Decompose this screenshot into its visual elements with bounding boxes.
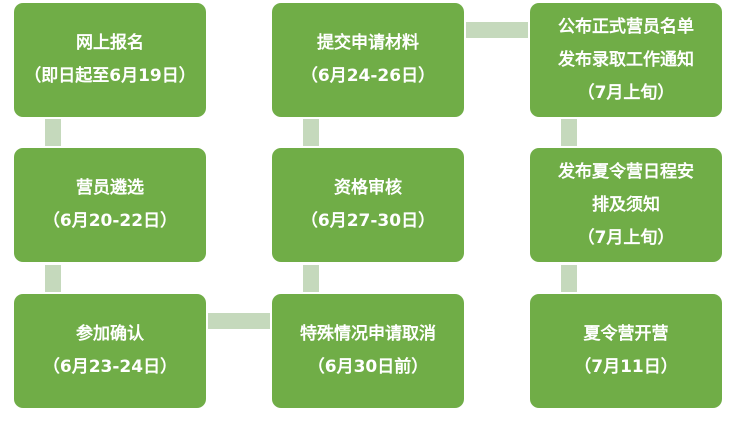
step-title: 资格审核 — [334, 178, 402, 198]
connector-2-3 — [45, 265, 61, 292]
step-special-cancellation: 特殊情况申请取消 （6月30日前） — [272, 294, 464, 408]
step-title: 营员遴选 — [76, 178, 144, 198]
step-attendance-confirmation: 参加确认 （6月23-24日） — [14, 294, 206, 408]
connector-7-8 — [561, 119, 577, 146]
connector-3-6 — [208, 313, 270, 329]
step-date: （6月24-26日） — [300, 66, 436, 86]
step-title: 参加确认 — [76, 324, 144, 344]
step-publish-list: 公布正式营员名单 发布录取工作通知 （7月上旬） — [530, 3, 722, 117]
step-date: （7月上旬） — [577, 227, 675, 248]
step-publish-schedule: 发布夏令营日程安 排及须知 （7月上旬） — [530, 148, 722, 262]
step-title-line2: 发布录取工作通知 — [558, 49, 694, 70]
step-title: 提交申请材料 — [317, 33, 419, 53]
step-camp-opening: 夏令营开营 （7月11日） — [530, 294, 722, 408]
connector-8-9 — [561, 265, 577, 292]
step-date: （6月23-24日） — [42, 357, 178, 377]
step-date: （7月11日） — [574, 357, 678, 377]
step-title-line2: 排及须知 — [592, 194, 660, 215]
connector-6-5 — [303, 265, 319, 292]
step-title: 夏令营开营 — [583, 324, 669, 344]
connector-1-2 — [45, 119, 61, 146]
step-title: 特殊情况申请取消 — [300, 324, 436, 344]
step-online-registration: 网上报名 （即日起至6月19日） — [14, 3, 206, 117]
step-camper-selection: 营员遴选 （6月20-22日） — [14, 148, 206, 262]
step-date: （6月30日前） — [307, 357, 429, 377]
step-title-line1: 公布正式营员名单 — [558, 16, 694, 37]
step-date: （7月上旬） — [577, 82, 675, 103]
connector-4-7 — [466, 22, 528, 38]
step-date: （6月20-22日） — [42, 211, 178, 231]
step-qualification-review: 资格审核 （6月27-30日） — [272, 148, 464, 262]
connector-5-4 — [303, 119, 319, 146]
step-submit-materials: 提交申请材料 （6月24-26日） — [272, 3, 464, 117]
step-title: 网上报名 — [76, 33, 144, 53]
step-date: （6月27-30日） — [300, 211, 436, 231]
step-title-line1: 发布夏令营日程安 — [558, 161, 694, 182]
step-date: （即日起至6月19日） — [24, 66, 196, 86]
